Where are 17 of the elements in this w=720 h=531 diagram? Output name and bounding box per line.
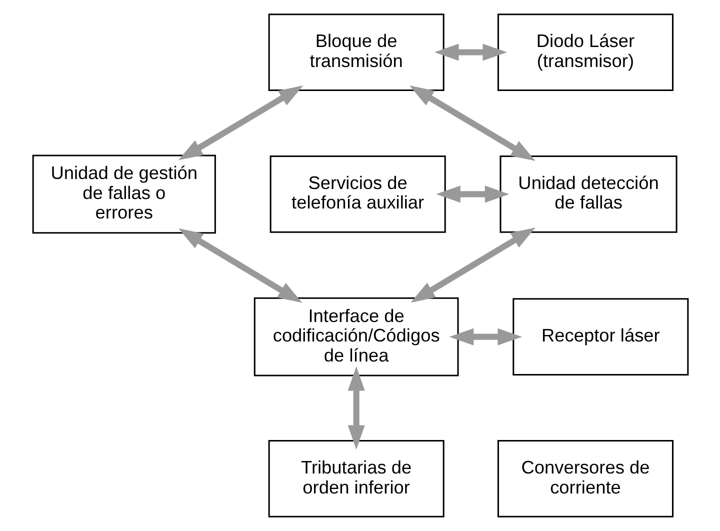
arrow: [448, 328, 522, 346]
arrow: [408, 86, 535, 161]
arrow: [178, 228, 302, 303]
arrow: [410, 228, 535, 303]
node-box: Unidad de gestión de fallas o errores: [32, 154, 216, 234]
arrow: [347, 366, 364, 450]
node-box: Tributarias de orden inferior: [268, 440, 444, 518]
arrow: [436, 186, 509, 203]
arrow: [178, 86, 303, 160]
node-box: Receptor láser: [512, 298, 688, 376]
arrow: [434, 44, 507, 61]
node-box: Conversores de corriente: [496, 440, 674, 518]
node-box: Servicios de telefonía auxiliar: [269, 155, 446, 233]
node-box: Interface de codificación/Códigos de línea: [253, 297, 458, 376]
node-box: Diodo Láser (transmisor): [496, 14, 674, 91]
node-box: Bloque de transmisión: [268, 14, 444, 91]
node-box: Unidad detección de fallas: [499, 155, 677, 233]
